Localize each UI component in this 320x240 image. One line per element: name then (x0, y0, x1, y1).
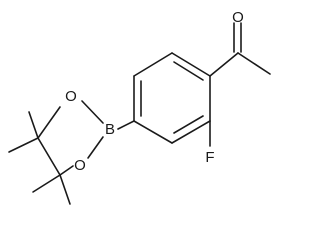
ring-double-bond (173, 61, 204, 81)
ring-bond (171, 52, 211, 77)
carbonyl-methyl-bond (237, 52, 271, 75)
boron-oxygen-bond (87, 136, 104, 159)
ring-double-bond (173, 115, 204, 134)
atom-labels: O F B O O (65, 9, 244, 174)
ring-bond (133, 52, 173, 77)
methyl-bond (32, 174, 61, 193)
acetyl-group (209, 22, 271, 77)
ring-bond (171, 120, 211, 144)
methyl-bond (28, 111, 39, 139)
oxygen-carbon-bond (59, 165, 74, 176)
methyl-groups (8, 111, 71, 205)
ring-bond (133, 120, 173, 144)
molecule-diagram: O F B O O (8, 9, 271, 205)
aryl-boron-bond (117, 120, 135, 130)
ring-oxygen-top-label: O (65, 88, 77, 105)
fluorine-label: F (205, 149, 214, 166)
carbon-carbon-bond (37, 137, 61, 176)
benzene-ring (133, 52, 211, 144)
carbonyl-oxygen-label: O (232, 9, 244, 26)
boron-oxygen-bond (81, 100, 104, 124)
oxygen-carbon-bond (37, 106, 61, 139)
boron-label: B (105, 121, 115, 138)
methyl-bond (59, 174, 71, 205)
structure-canvas: O F B O O (8, 9, 271, 205)
methyl-bond (8, 137, 39, 153)
aryl-carbonyl-bond (209, 52, 239, 77)
ring-oxygen-bottom-label: O (74, 157, 86, 174)
dioxaborolane-ring (37, 100, 104, 176)
